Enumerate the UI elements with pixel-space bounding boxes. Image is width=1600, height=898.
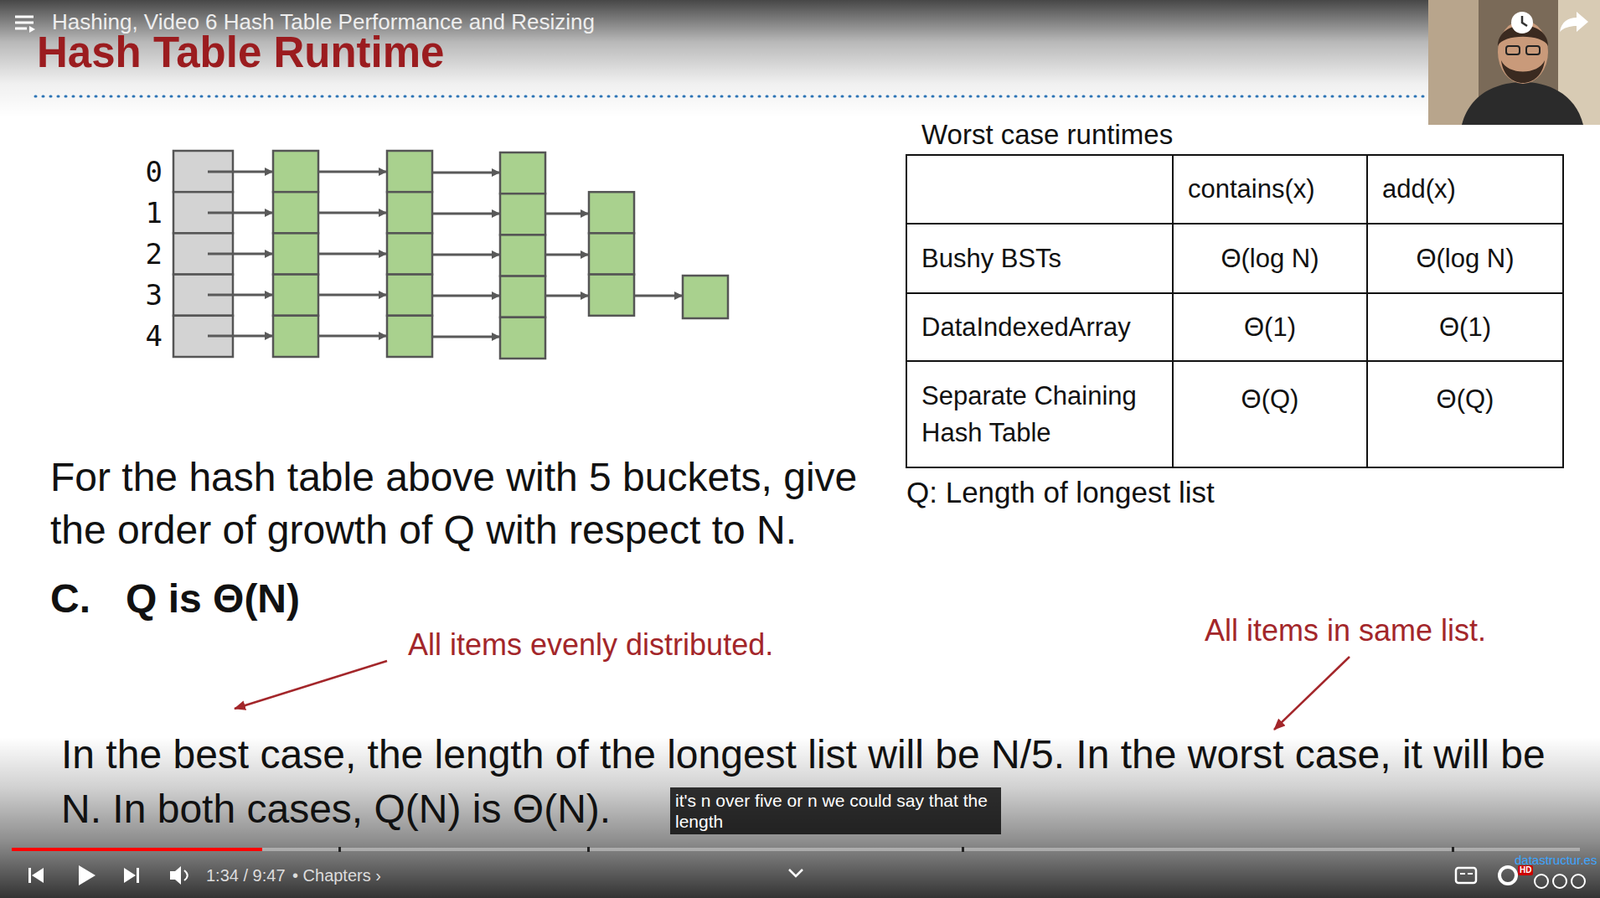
table-cell: Θ(Q)	[1367, 361, 1564, 468]
playlist-icon	[15, 16, 36, 33]
slide-title: Hash Table Runtime	[36, 27, 444, 78]
webcam-thumbnail	[1428, 0, 1600, 125]
list-pointers	[207, 171, 682, 337]
progress-bar	[11, 846, 1580, 852]
table-cell: Θ(1)	[1367, 293, 1564, 362]
table-grid	[906, 154, 1564, 468]
video-subtitle: it's n over five or n we could say that …	[670, 787, 1002, 835]
bucket-index: 3	[125, 278, 163, 312]
bucket-index: 4	[125, 319, 163, 353]
table-header: contains(x)	[1172, 154, 1368, 224]
bucket-index: 1	[125, 196, 163, 230]
annotation-arrow	[234, 660, 388, 709]
bucket-index: 2	[125, 237, 163, 271]
table-cell: Θ(log N)	[1367, 223, 1564, 294]
time-display: 1:34 / 9:47	[206, 865, 286, 886]
bucket-index: 0	[125, 154, 163, 189]
question-text: For the hash table above with 5 buckets,…	[50, 450, 897, 557]
answer-letter: C.	[50, 573, 91, 625]
table-header: add(x)	[1367, 154, 1564, 224]
list-nodes	[273, 150, 728, 359]
table-cell: Θ(1)	[1172, 293, 1368, 362]
video-title: Hashing, Video 6 Hash Table Performance …	[51, 8, 595, 36]
table-row-label: Separate Chaining Hash Table	[906, 361, 1173, 468]
watch-later-icon	[1511, 11, 1533, 34]
chapters-link: • Chapters ›	[292, 865, 382, 886]
table-caption: Worst case runtimes	[921, 118, 1173, 151]
table-cell: Θ(log N)	[1172, 223, 1368, 294]
hd-badge: HD	[1517, 865, 1533, 876]
table-note: Q: Length of longest list	[906, 474, 1215, 511]
table-cell: Θ(Q)	[1172, 361, 1368, 468]
annotation: All items evenly distributed.	[407, 627, 774, 663]
answer-text: Q is Θ(N)	[125, 573, 300, 625]
annotation: All items in same list.	[1204, 613, 1487, 649]
share-icon	[1559, 11, 1589, 32]
annotation-arrow	[1274, 656, 1350, 730]
table-row-label: Bushy BSTs	[906, 223, 1173, 294]
player-controls	[28, 865, 1585, 888]
table-row-label: DataIndexedArray	[906, 293, 1173, 362]
dotted-rule	[35, 95, 1425, 99]
